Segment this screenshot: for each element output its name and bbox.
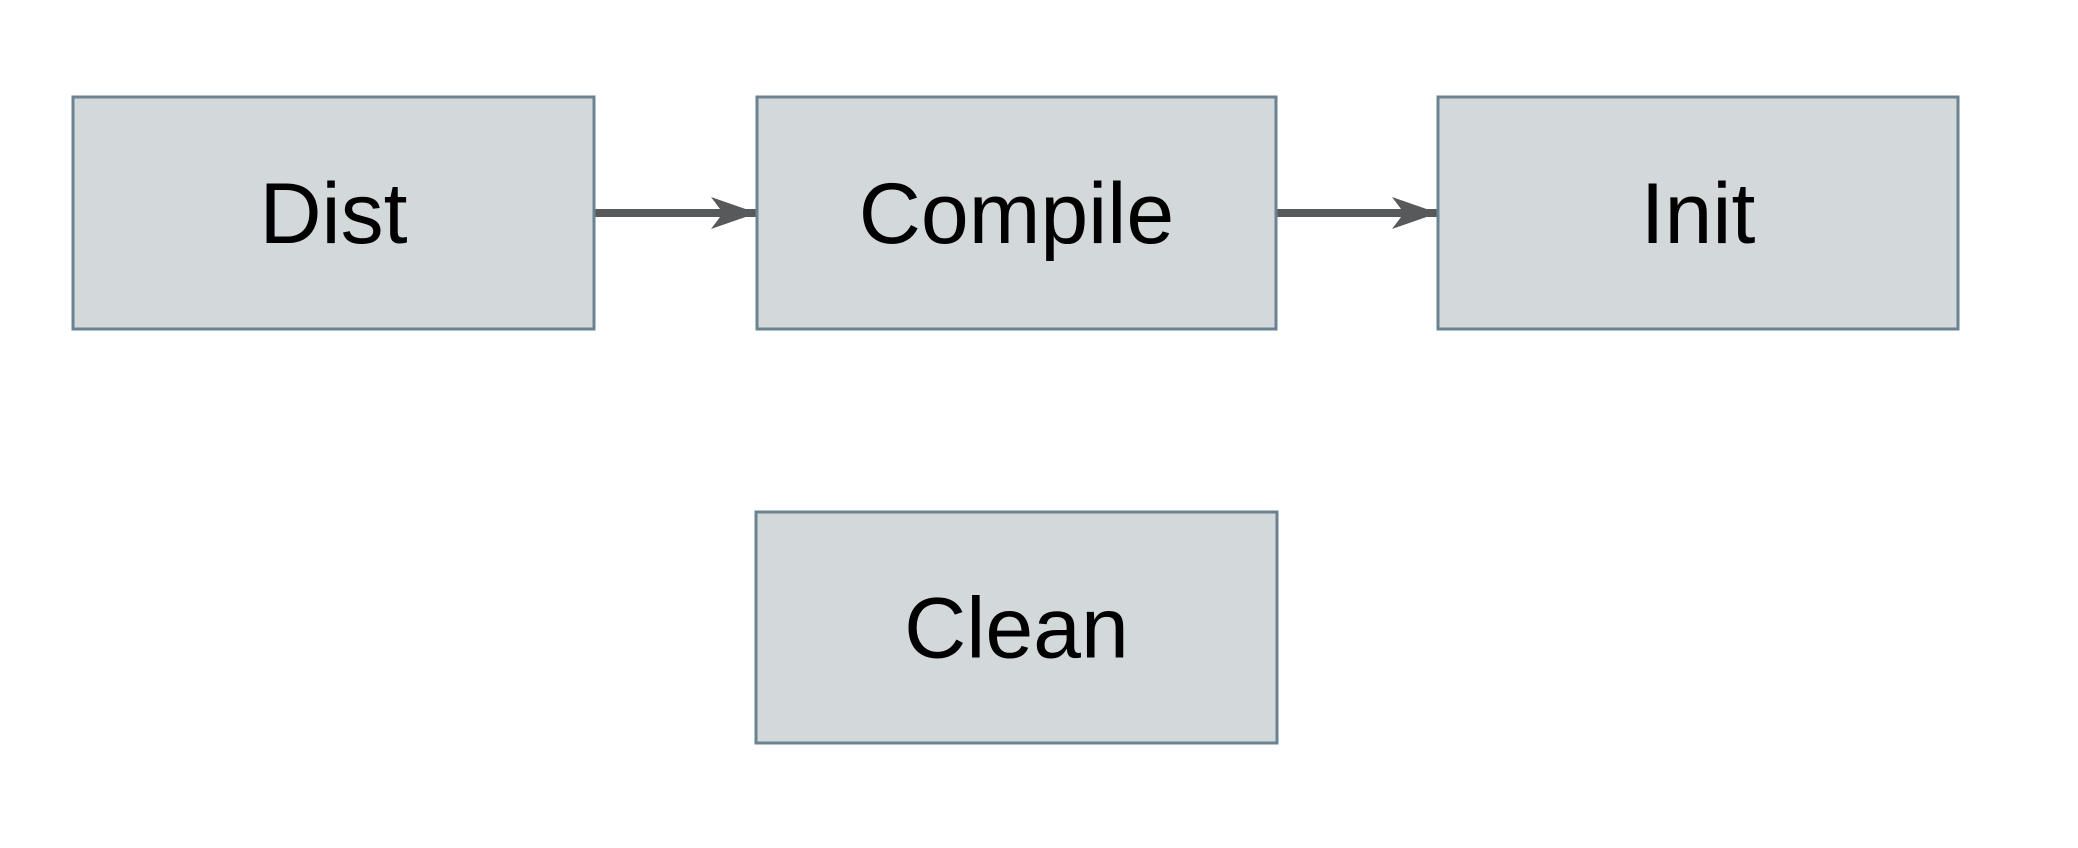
- node-clean-box[interactable]: [754, 510, 1279, 745]
- node-compile-label: Compile: [859, 166, 1174, 262]
- node-dist-label: Dist: [259, 166, 407, 262]
- node-clean-label: Clean: [904, 581, 1129, 677]
- node-compile-box[interactable]: [755, 95, 1278, 331]
- node-init-box[interactable]: [1436, 95, 1960, 331]
- node-init-label: Init: [1641, 166, 1756, 262]
- node-init[interactable]: Init: [1436, 95, 1960, 331]
- node-dist[interactable]: Dist: [71, 95, 596, 331]
- node-clean[interactable]: Clean: [754, 510, 1279, 745]
- node-compile[interactable]: Compile: [755, 95, 1278, 331]
- node-dist-box[interactable]: [71, 95, 596, 331]
